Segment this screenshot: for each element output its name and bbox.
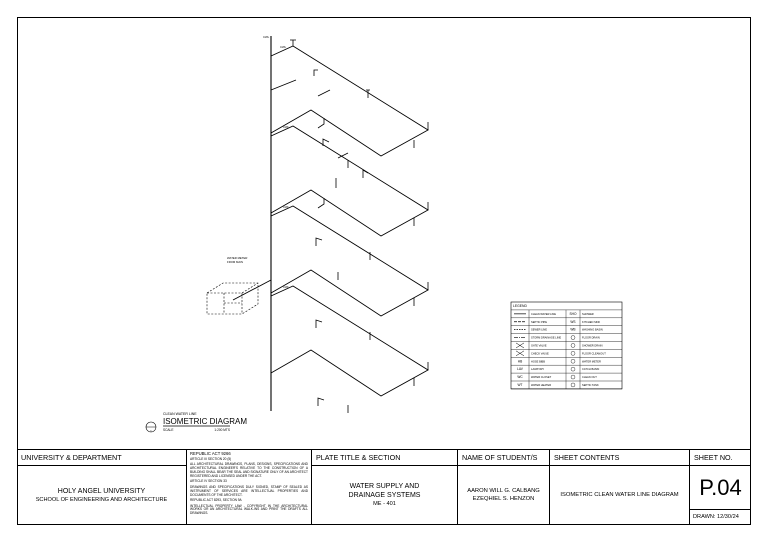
title-block: UNIVERSITY & DEPARTMENT HOLY ANGEL UNIVE… (17, 449, 751, 525)
svg-text:WATER METER: WATER METER (227, 256, 247, 260)
drawing-caption: 1 CLEAN WATER LINE ISOMETRIC DIAGRAM SCA… (145, 412, 247, 433)
svg-text:CWL: CWL (283, 285, 290, 289)
water-meter-box (206, 282, 259, 315)
legend-description: SEPTIC PIPE (531, 320, 547, 324)
legend-description: CLEAN WATER LINE (531, 312, 556, 316)
plate-header: PLATE TITLE & SECTION (312, 450, 457, 466)
contents-header: SHEET CONTENTS (550, 450, 689, 466)
university-section: UNIVERSITY & DEPARTMENT HOLY ANGEL UNIVE… (17, 450, 187, 525)
sheet-number-header: SHEET NO. (690, 450, 751, 466)
legend-description-2: FLOOR DRAIN (582, 336, 600, 340)
legend-description-2: SEPTIC TANK (582, 383, 599, 387)
plate-code: ME - 401 (373, 500, 396, 507)
legend-description: STORM DRAINAGE LINE (531, 336, 561, 340)
legend-table: LEGEND CLEAN WATER LINE SHO SHOWER SEPTIC PI… (510, 301, 623, 390)
law-paragraph: REPUBLIC ACT 8293, SECTION 9A (190, 498, 242, 503)
plate-title-1: WATER SUPPLY AND (349, 482, 420, 490)
law-paragraph: DRAWINGS AND SPECIFICATIONS DULY SIGNED,… (190, 484, 308, 497)
legend-fixture-symbol (570, 359, 576, 364)
law-paragraph: INTELLECTUAL PROPERTY LAW - COPYRIGHT IN… (190, 503, 308, 516)
legend-description: WATER HEATER (531, 383, 551, 387)
caption-ref: 1 (150, 429, 152, 433)
caption-scale: 1:200 MTS (214, 428, 230, 432)
legend-valve-symbol (515, 342, 525, 349)
legend-description: WATER CLOSET (531, 375, 552, 379)
legend-description-2: SHOWER (582, 312, 594, 316)
svg-text:CWL: CWL (280, 45, 287, 49)
legend-symbol-2: WS (570, 320, 575, 324)
legend-description-2: CATCH BASIN (582, 367, 599, 371)
legend-description: LAVATORY (531, 367, 544, 371)
law-paragraph: ALL ARCHITECTURAL DRAWINGS, PLANS, DESIG… (190, 462, 308, 478)
legal-notice: REPUBLIC ACT 9266 ARTICLE III SECTION 20… (190, 451, 308, 518)
legend-description: CHECK VALVE (531, 351, 549, 355)
legend-description: HOSE BIBB (531, 359, 545, 363)
legend-description: GATE VALVE (531, 343, 547, 347)
students-header: NAME OF STUDENT/S (458, 450, 549, 466)
legend-description: SEWER LINE (531, 328, 547, 332)
legend-symbol: WC (517, 375, 523, 379)
legend-fixture-symbol (570, 351, 576, 356)
legend-fixture-symbol (570, 335, 576, 340)
legend-description-2: KITCHEN SINK (582, 320, 600, 324)
legend-description-2: WASHING BASIN (582, 328, 603, 332)
water-line-floor-branches (232, 45, 429, 397)
caption-small: CLEAN WATER LINE (163, 412, 197, 416)
legend-description-2: WATER METER (582, 359, 601, 363)
drawn-date: DRAWN: 12/30/24 (690, 509, 751, 525)
legal-notice-section: REPUBLIC ACT 9266 ARTICLE III SECTION 20… (187, 450, 312, 525)
svg-text:CWL: CWL (283, 125, 290, 129)
sheet-number-section: SHEET NO. P.04 DRAWN: 12/30/24 (690, 450, 751, 525)
drawing-sheet: CWL CWL CWL CWL CWL WATER METER FROM MAIN 1… (17, 17, 751, 525)
svg-text:FROM MAIN: FROM MAIN (227, 260, 243, 264)
law-paragraph: ARTICLE III SECTION 20 (5) (190, 456, 232, 461)
legend-fixture-symbol (570, 366, 576, 372)
plate-title-2: DRAINAGE SYSTEMS (348, 491, 421, 499)
legend-symbol: LAV (517, 367, 524, 371)
svg-text:CWL: CWL (263, 35, 270, 39)
caption-title: ISOMETRIC DIAGRAM (163, 417, 247, 426)
legend-symbol-2: WB (570, 328, 575, 332)
school-name: SCHOOL OF ENGINEERING AND ARCHITECTURE (35, 496, 168, 503)
law-paragraph: ARTICLE IV SECTION 33 (190, 479, 227, 484)
legend-fixture-symbol (570, 374, 576, 380)
legend-description-2: SHOWER DRAIN (582, 343, 603, 347)
fixture-stubs (290, 39, 429, 413)
pipe-labels: CWL CWL CWL CWL CWL WATER METER FROM MAIN (227, 35, 290, 289)
student-name-1: AARON WILL G. CALBANG (467, 488, 540, 494)
legend-description-2: FLOOR CLEANOUT (582, 351, 606, 355)
legend-description-2: CLEAN OUT (582, 375, 597, 379)
plate-section: PLATE TITLE & SECTION WATER SUPPLY AND D… (312, 450, 458, 525)
student-name-2: EZEQHIEL S. HENZON (472, 496, 535, 502)
legend-title: LEGEND (513, 304, 527, 308)
legend-symbol: HB (518, 359, 522, 363)
law-title: REPUBLIC ACT 9266 (190, 451, 231, 456)
university-header: UNIVERSITY & DEPARTMENT (17, 450, 186, 466)
sheet-number: P.04 (699, 474, 742, 500)
legend-fixture-symbol (570, 343, 576, 348)
svg-text:CWL: CWL (283, 205, 290, 209)
university-name: HOLY ANGEL UNIVERSITY (57, 487, 146, 495)
sheet-contents: ISOMETRIC CLEAN WATER LINE DIAGRAM (560, 492, 679, 498)
contents-section: SHEET CONTENTS ISOMETRIC CLEAN WATER LIN… (550, 450, 690, 525)
caption-scale-label: SCALE (163, 428, 173, 432)
isometric-drawing-area: CWL CWL CWL CWL CWL WATER METER FROM MAIN 1… (145, 35, 623, 433)
students-section: NAME OF STUDENT/S AARON WILL G. CALBANG … (458, 450, 550, 525)
legend-valve-symbol (515, 350, 525, 357)
legend-frame (510, 301, 623, 390)
legend-fixture-symbol (570, 382, 576, 388)
legend-symbol-2: SHO (570, 312, 577, 316)
legend-symbol: WT (518, 383, 523, 387)
